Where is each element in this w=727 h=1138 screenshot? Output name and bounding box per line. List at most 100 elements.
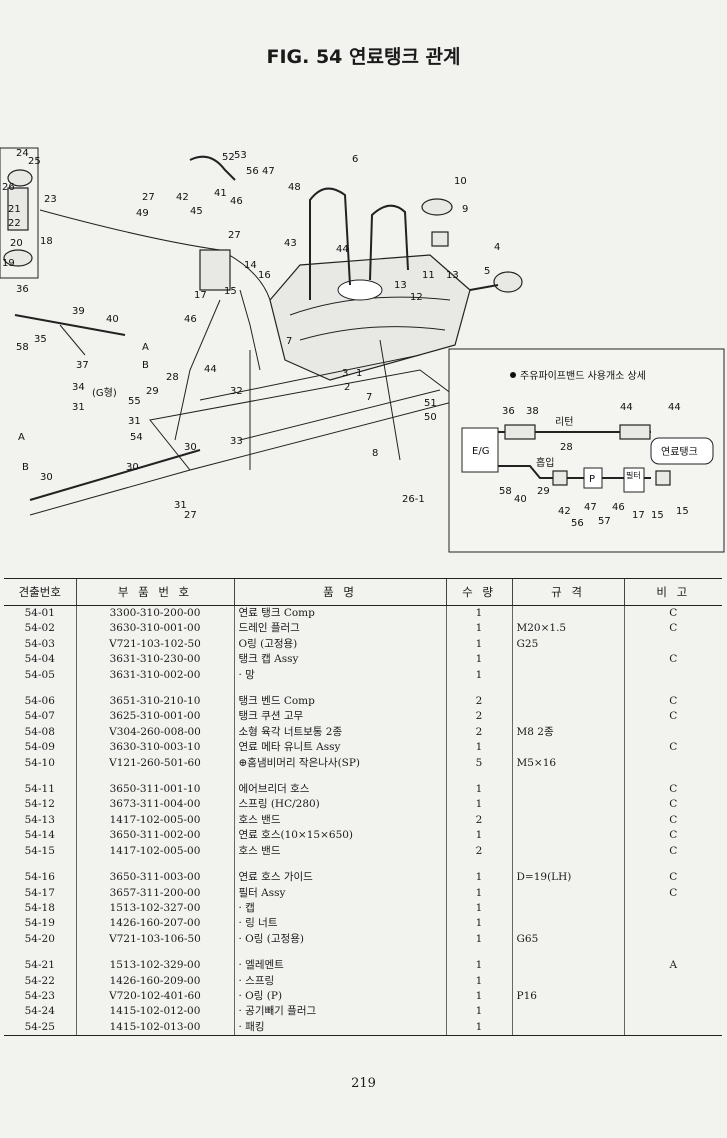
fuel-tank-shape	[269, 254, 471, 381]
cell-name: · 스프링	[233, 973, 446, 989]
spacer-cell	[75, 683, 234, 695]
cell-no: 54-16	[24, 871, 55, 884]
cell-note	[623, 755, 722, 772]
cell-name: O링 (고정용)	[233, 636, 446, 653]
detail-number: 29	[537, 486, 550, 497]
cell-qty: 1	[445, 1004, 512, 1020]
callout: 7	[286, 336, 292, 347]
cell-name: 호스 밴드	[233, 812, 446, 829]
cell-spec: M8 2종	[511, 724, 624, 741]
cell-part: 1415-102-013-00	[75, 1019, 234, 1037]
cell-no: 54-07	[24, 710, 55, 723]
header-note: 비 고	[623, 578, 722, 606]
cell-qty: 1	[445, 740, 512, 756]
cell-qty: 1	[445, 900, 512, 917]
cell-no: 54-10	[24, 756, 55, 769]
callout: 10	[454, 176, 467, 187]
cell-spec: D=19(LH)	[511, 870, 624, 886]
cell-note	[623, 724, 722, 741]
cell-spec	[511, 973, 624, 989]
cell-note: C	[623, 782, 722, 798]
callout: 37	[76, 360, 89, 371]
cell-qty: 2	[445, 694, 512, 710]
cell-spec: G25	[511, 636, 624, 653]
cell-qty: 1	[445, 652, 512, 668]
pump-label: P	[589, 474, 595, 485]
tank-block	[650, 437, 714, 465]
cell-name: 연료 메타 유니트 Assy	[233, 740, 446, 756]
cell-note	[623, 973, 722, 989]
cell-no: 54-01	[24, 607, 55, 619]
cell-name: 에어브리더 호스	[233, 782, 446, 798]
cell-note: A	[623, 958, 722, 974]
cell-note	[623, 900, 722, 917]
cell-no: 54-09	[24, 741, 55, 754]
callout: 41	[214, 188, 227, 199]
cell-note	[623, 667, 722, 684]
cell-qty: 1	[445, 931, 512, 948]
callout: 28	[166, 372, 179, 383]
cell-qty: 1	[445, 885, 512, 901]
callout: 54	[130, 432, 143, 443]
cell-no: 54-03	[24, 637, 55, 650]
spacer-cell	[511, 859, 624, 871]
table-header-row: 견출번호 부 품 번 호 품 명 수 량 규 격 비 고	[4, 578, 722, 606]
cell-no: 54-13	[24, 813, 55, 826]
detail-number: 40	[514, 494, 527, 505]
cell-name: · O링 (고정용)	[233, 931, 446, 948]
callout: 19	[2, 258, 15, 269]
cell-qty: 2	[445, 709, 512, 725]
cell-note	[623, 1019, 722, 1037]
return-label: 리턴	[555, 416, 573, 428]
cell-qty: 2	[445, 843, 512, 860]
cell-name: · 공기빼기 플러그	[233, 1004, 446, 1020]
cell-spec: P16	[511, 988, 624, 1005]
header-spec: 규 격	[511, 578, 624, 606]
cell-note	[623, 1004, 722, 1020]
cell-no: 54-18	[24, 901, 55, 914]
cell-note: C	[623, 709, 722, 725]
cell-note: C	[623, 740, 722, 756]
callout: 4	[494, 242, 500, 253]
callout: 40	[106, 314, 119, 325]
callout: 44	[336, 244, 349, 255]
cell-part: 3650-311-002-00	[75, 828, 234, 844]
spacer-cell	[445, 683, 512, 695]
spacer-cell	[75, 771, 234, 783]
cell-part: V721-103-106-50	[75, 931, 234, 948]
callout: 22	[8, 218, 21, 229]
detail-number: 42	[558, 506, 571, 517]
cell-no: 54-08	[24, 725, 55, 738]
callout: 15	[224, 286, 237, 297]
detail-number: 17	[632, 510, 645, 521]
cell-part: 3657-311-200-00	[75, 885, 234, 901]
cell-note: C	[623, 652, 722, 668]
cell-note	[623, 931, 722, 948]
callout: 43	[284, 238, 297, 249]
cell-part: V304-260-008-00	[75, 724, 234, 741]
cell-part: 3650-311-003-00	[75, 870, 234, 886]
callout: 30	[184, 442, 197, 453]
spacer-cell	[4, 683, 76, 694]
cell-no: 54-19	[24, 917, 55, 930]
spacer-cell	[233, 859, 446, 871]
callout: 2	[344, 382, 350, 393]
cell-spec	[511, 1019, 624, 1037]
cell-name: · O링 (P)	[233, 988, 446, 1005]
group-spacer	[4, 771, 722, 783]
breather-hose	[189, 155, 236, 181]
cell-part: V121-260-501-60	[75, 755, 234, 772]
tank-band-left	[309, 187, 351, 300]
callout: 46	[184, 314, 197, 325]
